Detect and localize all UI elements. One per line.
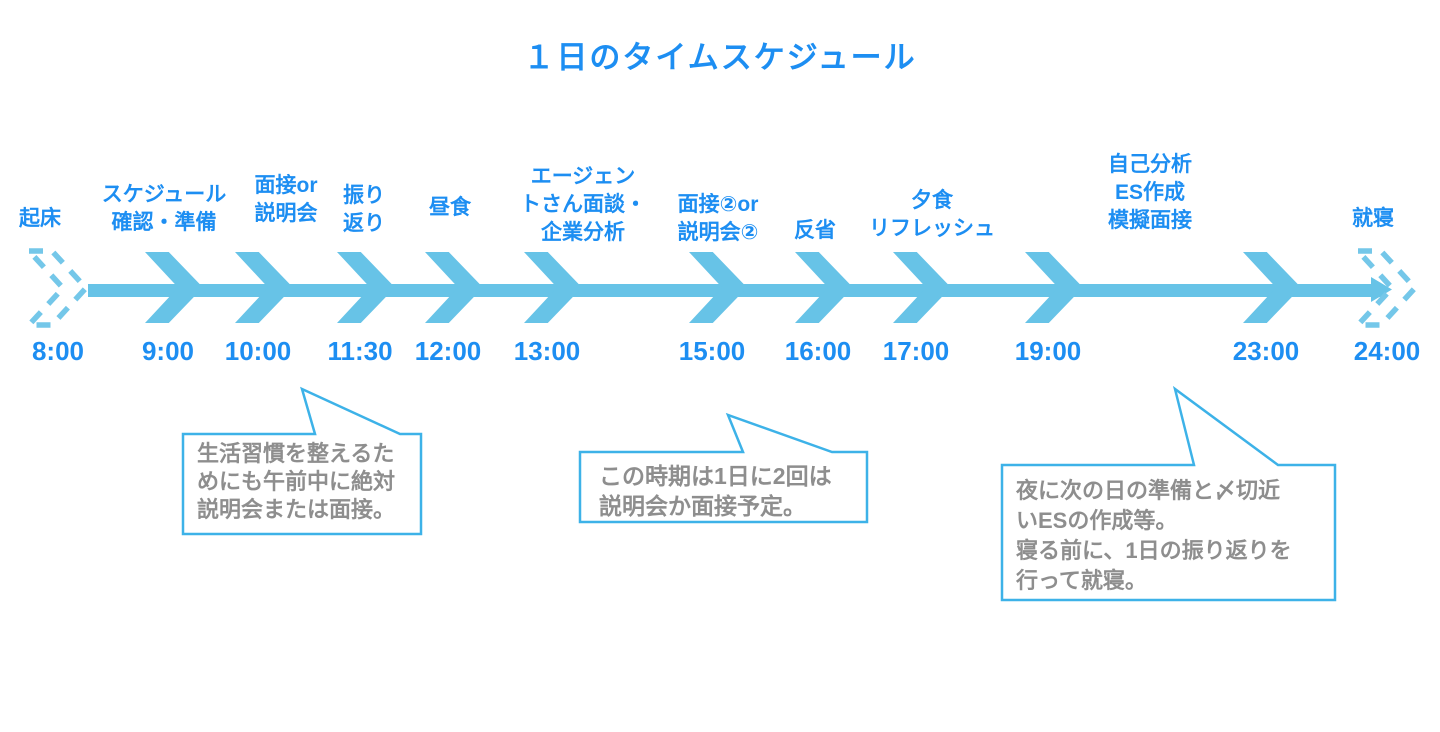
callout-bubble-afternoon bbox=[578, 412, 869, 524]
activity-label: 就寝 bbox=[1352, 207, 1394, 230]
time-label: 8:00 bbox=[31, 336, 85, 366]
activity-label: 面接②or 説明会② bbox=[677, 193, 759, 244]
time-label: 12:00 bbox=[414, 336, 482, 366]
page-title: １日のタイムスケジュール bbox=[523, 40, 917, 75]
activity-label: 夕食 リフレッシュ bbox=[869, 189, 995, 240]
time-label: 16:00 bbox=[784, 336, 852, 366]
dashed-chevron-icon bbox=[1354, 246, 1420, 330]
time-label: 17:00 bbox=[882, 336, 950, 366]
time-label: 9:00 bbox=[141, 336, 195, 366]
dashed-chevron-icon bbox=[25, 246, 91, 330]
time-label: 19:00 bbox=[1014, 336, 1082, 366]
activity-label: エージェン トさん面談・ 企業分析 bbox=[520, 165, 646, 244]
activity-label: 自己分析 ES作成 模擬面接 bbox=[1108, 153, 1192, 232]
time-label: 15:00 bbox=[678, 336, 746, 366]
callout-bubble-night bbox=[1000, 385, 1337, 602]
activity-label: 振り 返り bbox=[343, 184, 385, 235]
activity-label: 面接or 説明会 bbox=[254, 174, 318, 225]
time-label: 13:00 bbox=[513, 336, 581, 366]
time-label: 23:00 bbox=[1232, 336, 1300, 366]
callout-text-morning: 生活習慣を整えるた めにも午前中に絶対 説明会または面接。 bbox=[197, 441, 396, 522]
activity-label: 反省 bbox=[794, 219, 836, 242]
activity-label: 起床 bbox=[19, 207, 61, 230]
callout-text-afternoon: この時期は1日に2回は 説明会か面接予定。 bbox=[599, 463, 832, 519]
callout-text-night: 夜に次の日の準備と〆切近 いESの作成等。 寝る前に、1日の振り返りを 行って就… bbox=[1016, 478, 1292, 593]
time-label: 11:30 bbox=[327, 336, 393, 366]
activity-label: 昼食 bbox=[429, 196, 471, 219]
time-label: 24:00 bbox=[1353, 336, 1421, 366]
activity-label: スケジュール 確認・準備 bbox=[101, 183, 227, 234]
callout-bubble-morning bbox=[181, 386, 423, 536]
time-label: 10:00 bbox=[224, 336, 292, 366]
